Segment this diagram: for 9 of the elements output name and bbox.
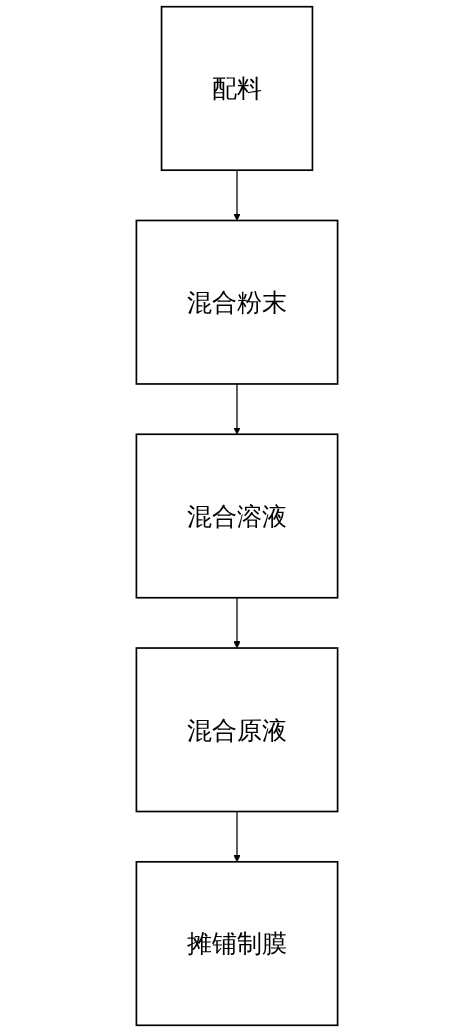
arrow [233, 597, 241, 649]
node-box: 混合溶液 [135, 433, 339, 599]
node-box: 配料 [160, 5, 314, 171]
node-box: 混合粉末 [135, 219, 339, 385]
node-box: 摊铺制膜 [135, 861, 339, 1027]
arrow [233, 810, 241, 863]
arrow [233, 169, 241, 221]
arrow [233, 383, 241, 435]
node-box: 混合原液 [135, 647, 339, 813]
